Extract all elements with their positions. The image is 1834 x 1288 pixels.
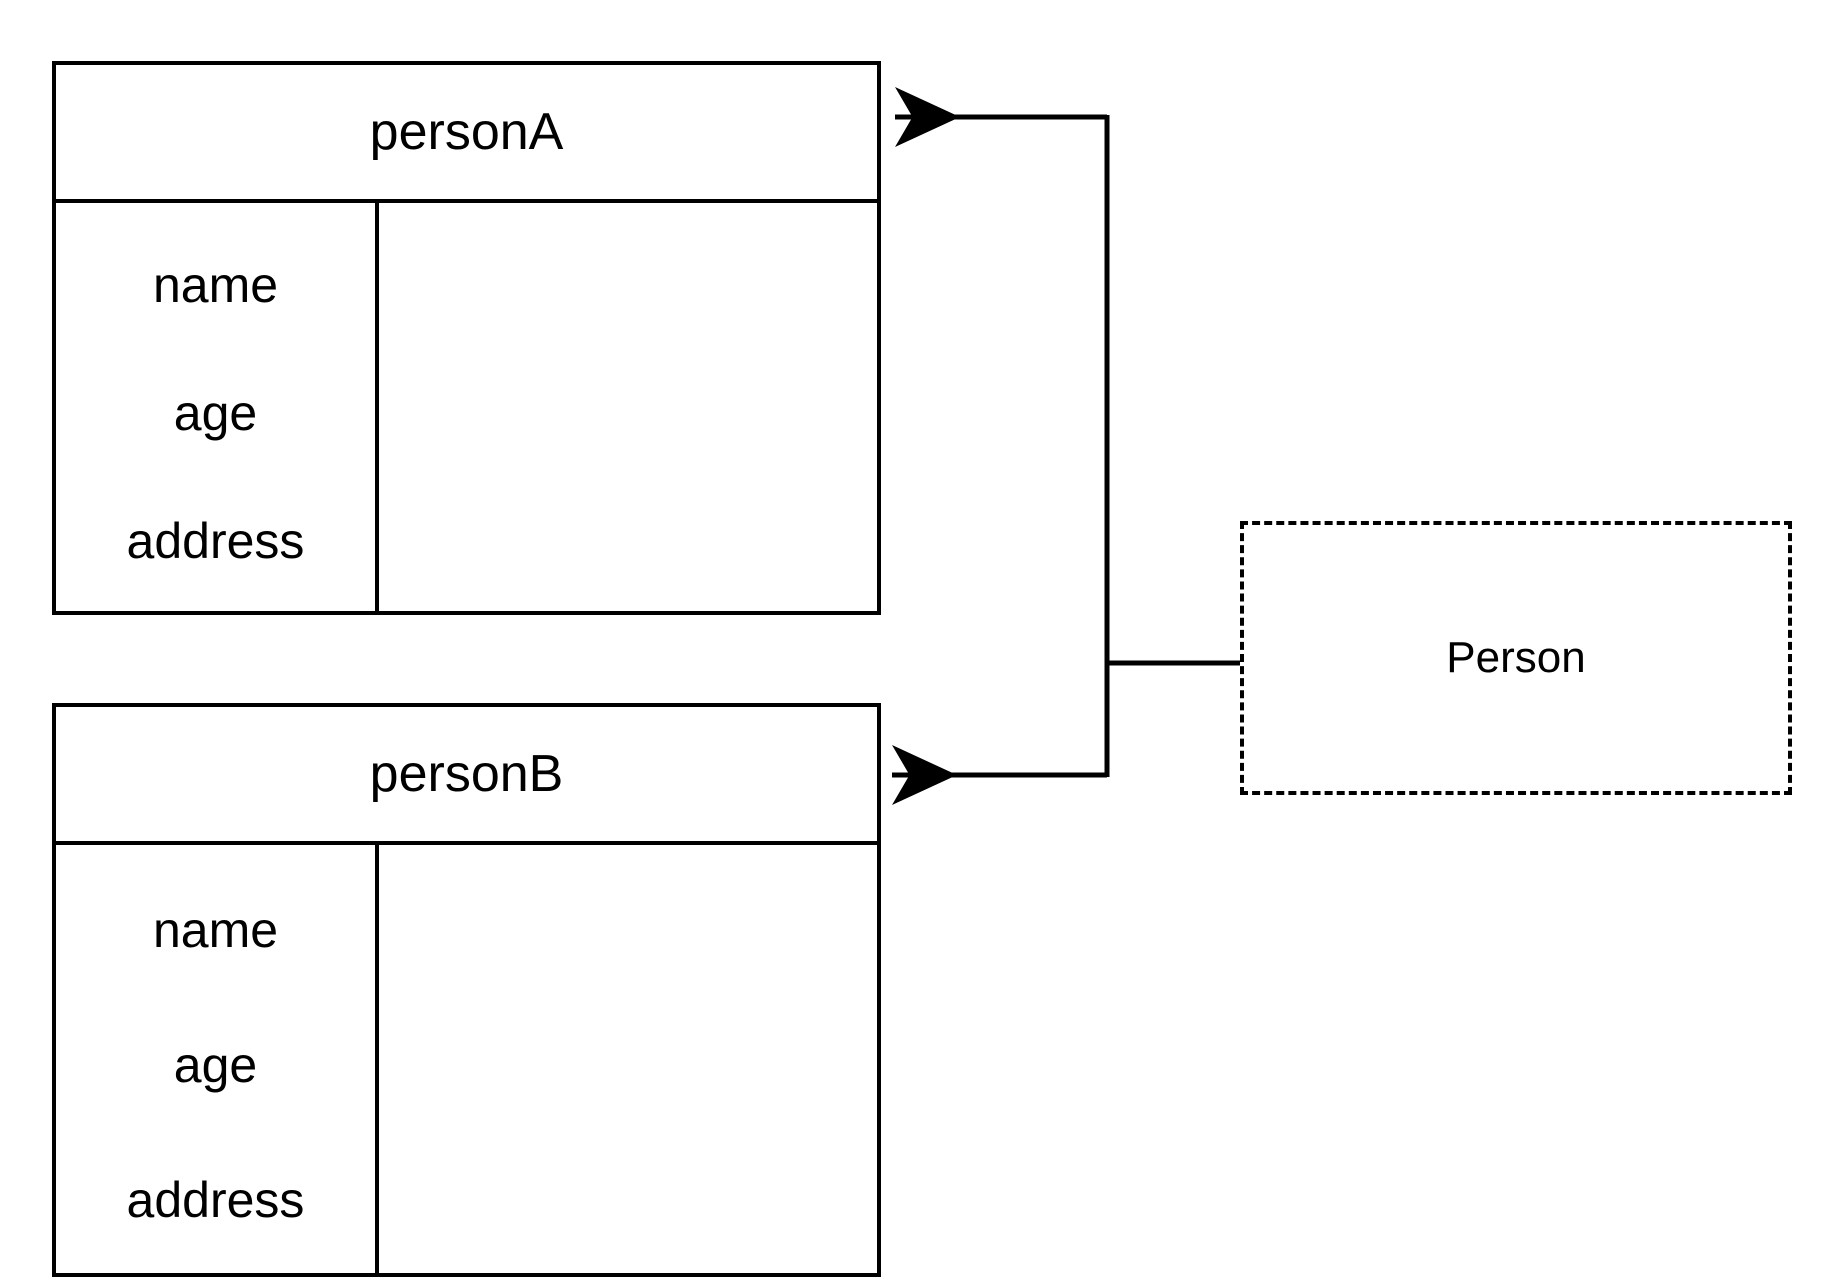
class-header-persona: personA xyxy=(56,65,877,203)
attribute-row: age xyxy=(173,385,258,441)
attribute-row: name xyxy=(152,257,279,313)
dashed-note-label: Person xyxy=(1446,633,1586,682)
attribute-row: address xyxy=(126,1171,305,1228)
attribute-row: age xyxy=(173,1036,258,1093)
class-box-persona[interactable]: personA name age address xyxy=(52,61,881,615)
class-header-personb: personB xyxy=(56,707,877,845)
attribute-column-personb: name age address xyxy=(56,845,379,1277)
class-box-personb[interactable]: personB name age address xyxy=(52,703,881,1277)
attribute-row: name xyxy=(152,902,279,959)
value-column-persona xyxy=(379,203,877,615)
class-body-personb: name age address xyxy=(56,845,877,1277)
class-title-personb: personB xyxy=(369,745,564,803)
class-title-persona: personA xyxy=(369,103,564,161)
attribute-row: address xyxy=(126,513,305,569)
value-column-personb xyxy=(379,845,877,1277)
attribute-column-persona: name age address xyxy=(56,203,379,615)
class-body-persona: name age address xyxy=(56,203,877,615)
dashed-note-box-person[interactable]: Person xyxy=(1240,521,1792,795)
